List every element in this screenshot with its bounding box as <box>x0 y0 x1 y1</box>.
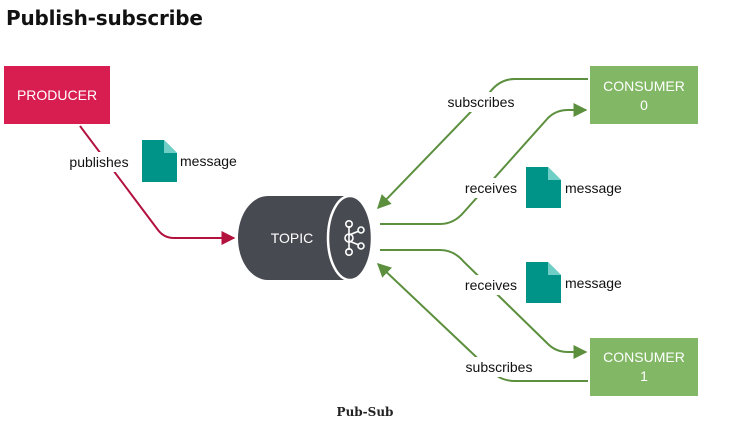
subscribes-label-1: subscribes <box>466 359 533 375</box>
producer-node: PRODUCER <box>4 66 110 124</box>
receives-label-1: receives <box>465 277 517 293</box>
message-label-publish: message <box>180 153 237 169</box>
message-icon-consumer-0 <box>526 167 561 208</box>
receives-label-0-group: receives <box>459 178 523 198</box>
receives-label-1-group: receives <box>459 275 523 295</box>
consumer-0-label-line2: 0 <box>640 97 648 113</box>
message-label-consumer-1: message <box>565 275 622 291</box>
publishes-label-group: publishes <box>64 152 134 172</box>
message-icon-publish <box>142 140 177 182</box>
consumer-1-label-line2: 1 <box>640 368 648 384</box>
figure-caption: Pub-Sub <box>336 405 394 419</box>
publishes-label: publishes <box>69 154 128 170</box>
consumer-0-node: CONSUMER 0 <box>590 66 698 124</box>
receives-arrow-0 <box>380 103 588 225</box>
subscribes-label-0-group: subscribes <box>441 92 521 112</box>
subscribes-label-1-group: subscribes <box>459 357 539 377</box>
message-icon-consumer-1 <box>526 262 561 303</box>
consumer-1-label-line1: CONSUMER <box>603 349 685 365</box>
consumer-1-node: CONSUMER 1 <box>590 338 698 396</box>
topic-node: TOPIC <box>238 194 374 282</box>
consumer-0-label-line1: CONSUMER <box>603 78 685 94</box>
page-title: Publish-subscribe <box>6 6 203 30</box>
producer-label: PRODUCER <box>17 87 97 103</box>
publishes-arrow <box>79 125 236 245</box>
topic-label: TOPIC <box>271 230 314 246</box>
message-label-consumer-0: message <box>565 180 622 196</box>
receives-arrow-1 <box>380 249 588 359</box>
kafka-icon <box>344 220 365 257</box>
subscribes-label-0: subscribes <box>448 94 515 110</box>
receives-label-0: receives <box>465 180 517 196</box>
subscribes-arrow-0 <box>377 78 588 210</box>
